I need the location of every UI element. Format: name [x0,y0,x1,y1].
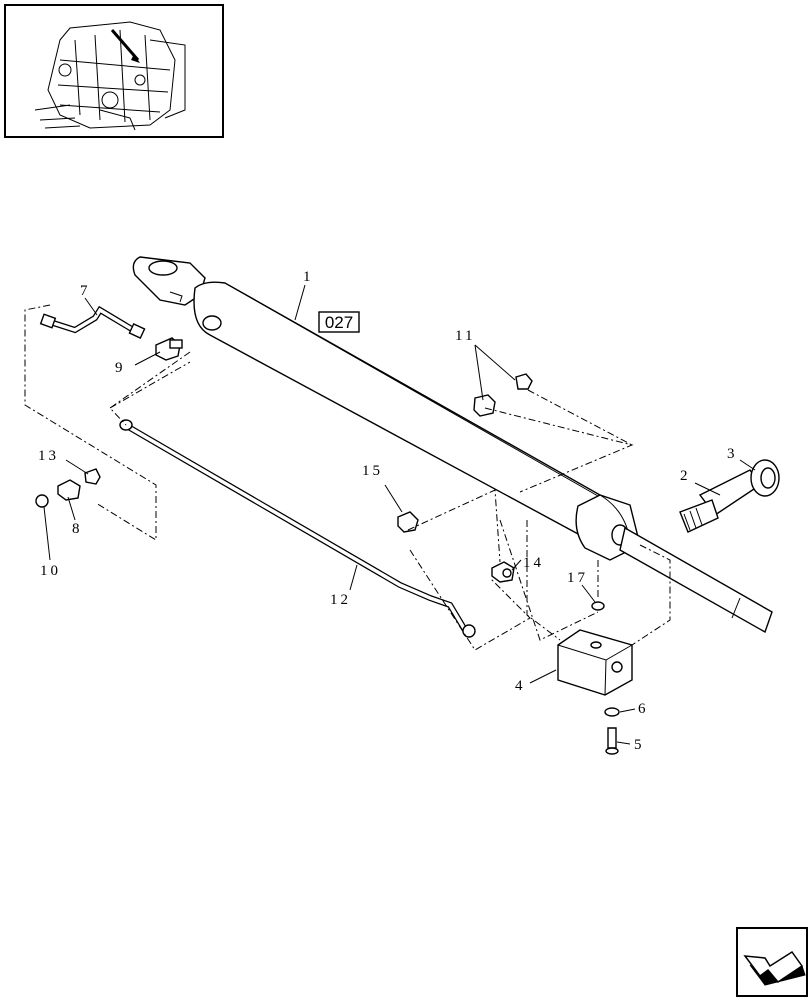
overview-thumbnail[interactable] [4,4,224,138]
callout-5: 5 [634,737,645,753]
valve-part-2[interactable] [679,469,761,533]
callout-14: 14 [523,555,544,571]
bolt-part-5[interactable] [605,727,619,755]
callout-10: 10 [40,563,61,579]
callout-8: 8 [72,521,83,537]
washer-part-6[interactable] [604,707,620,717]
adapter-part-13[interactable] [84,468,101,485]
callout-2: 2 [680,468,691,484]
hose-part-7[interactable] [39,305,146,339]
next-page-arrow-icon[interactable] [736,927,808,997]
callout-15: 15 [362,463,383,479]
reference-box-label: 027 [325,313,353,332]
o-ring-part-17[interactable] [591,601,605,611]
plug-part-10[interactable] [35,494,49,508]
tube-part-12[interactable] [119,419,476,638]
callout-13: 13 [38,448,59,464]
assembly-lines [24,304,671,651]
callout-1: 1 [303,269,314,285]
reference-box[interactable]: 027 [318,311,360,333]
fitting-part-11[interactable] [473,373,533,417]
elbow-fitting-part-9[interactable] [155,337,183,361]
callout-6: 6 [638,701,649,717]
hydraulic-cylinder[interactable] [132,256,773,634]
callout-7: 7 [80,283,91,299]
knob-part-3[interactable] [750,459,780,497]
callout-17: 17 [567,570,588,586]
callout-3: 3 [727,446,738,462]
leader-lines [43,284,756,745]
callout-4: 4 [515,678,526,694]
callout-labels: 1 2 3 4 5 6 7 8 9 10 11 12 13 14 15 17 [38,269,738,753]
callout-12: 12 [330,592,351,608]
valve-block-part-4[interactable] [557,629,633,696]
callout-11: 11 [455,328,475,344]
callout-9: 9 [115,360,126,376]
nut-part-15[interactable] [397,511,419,533]
tee-fitting-part-8[interactable] [57,479,81,501]
fitting-part-14[interactable] [491,561,515,583]
